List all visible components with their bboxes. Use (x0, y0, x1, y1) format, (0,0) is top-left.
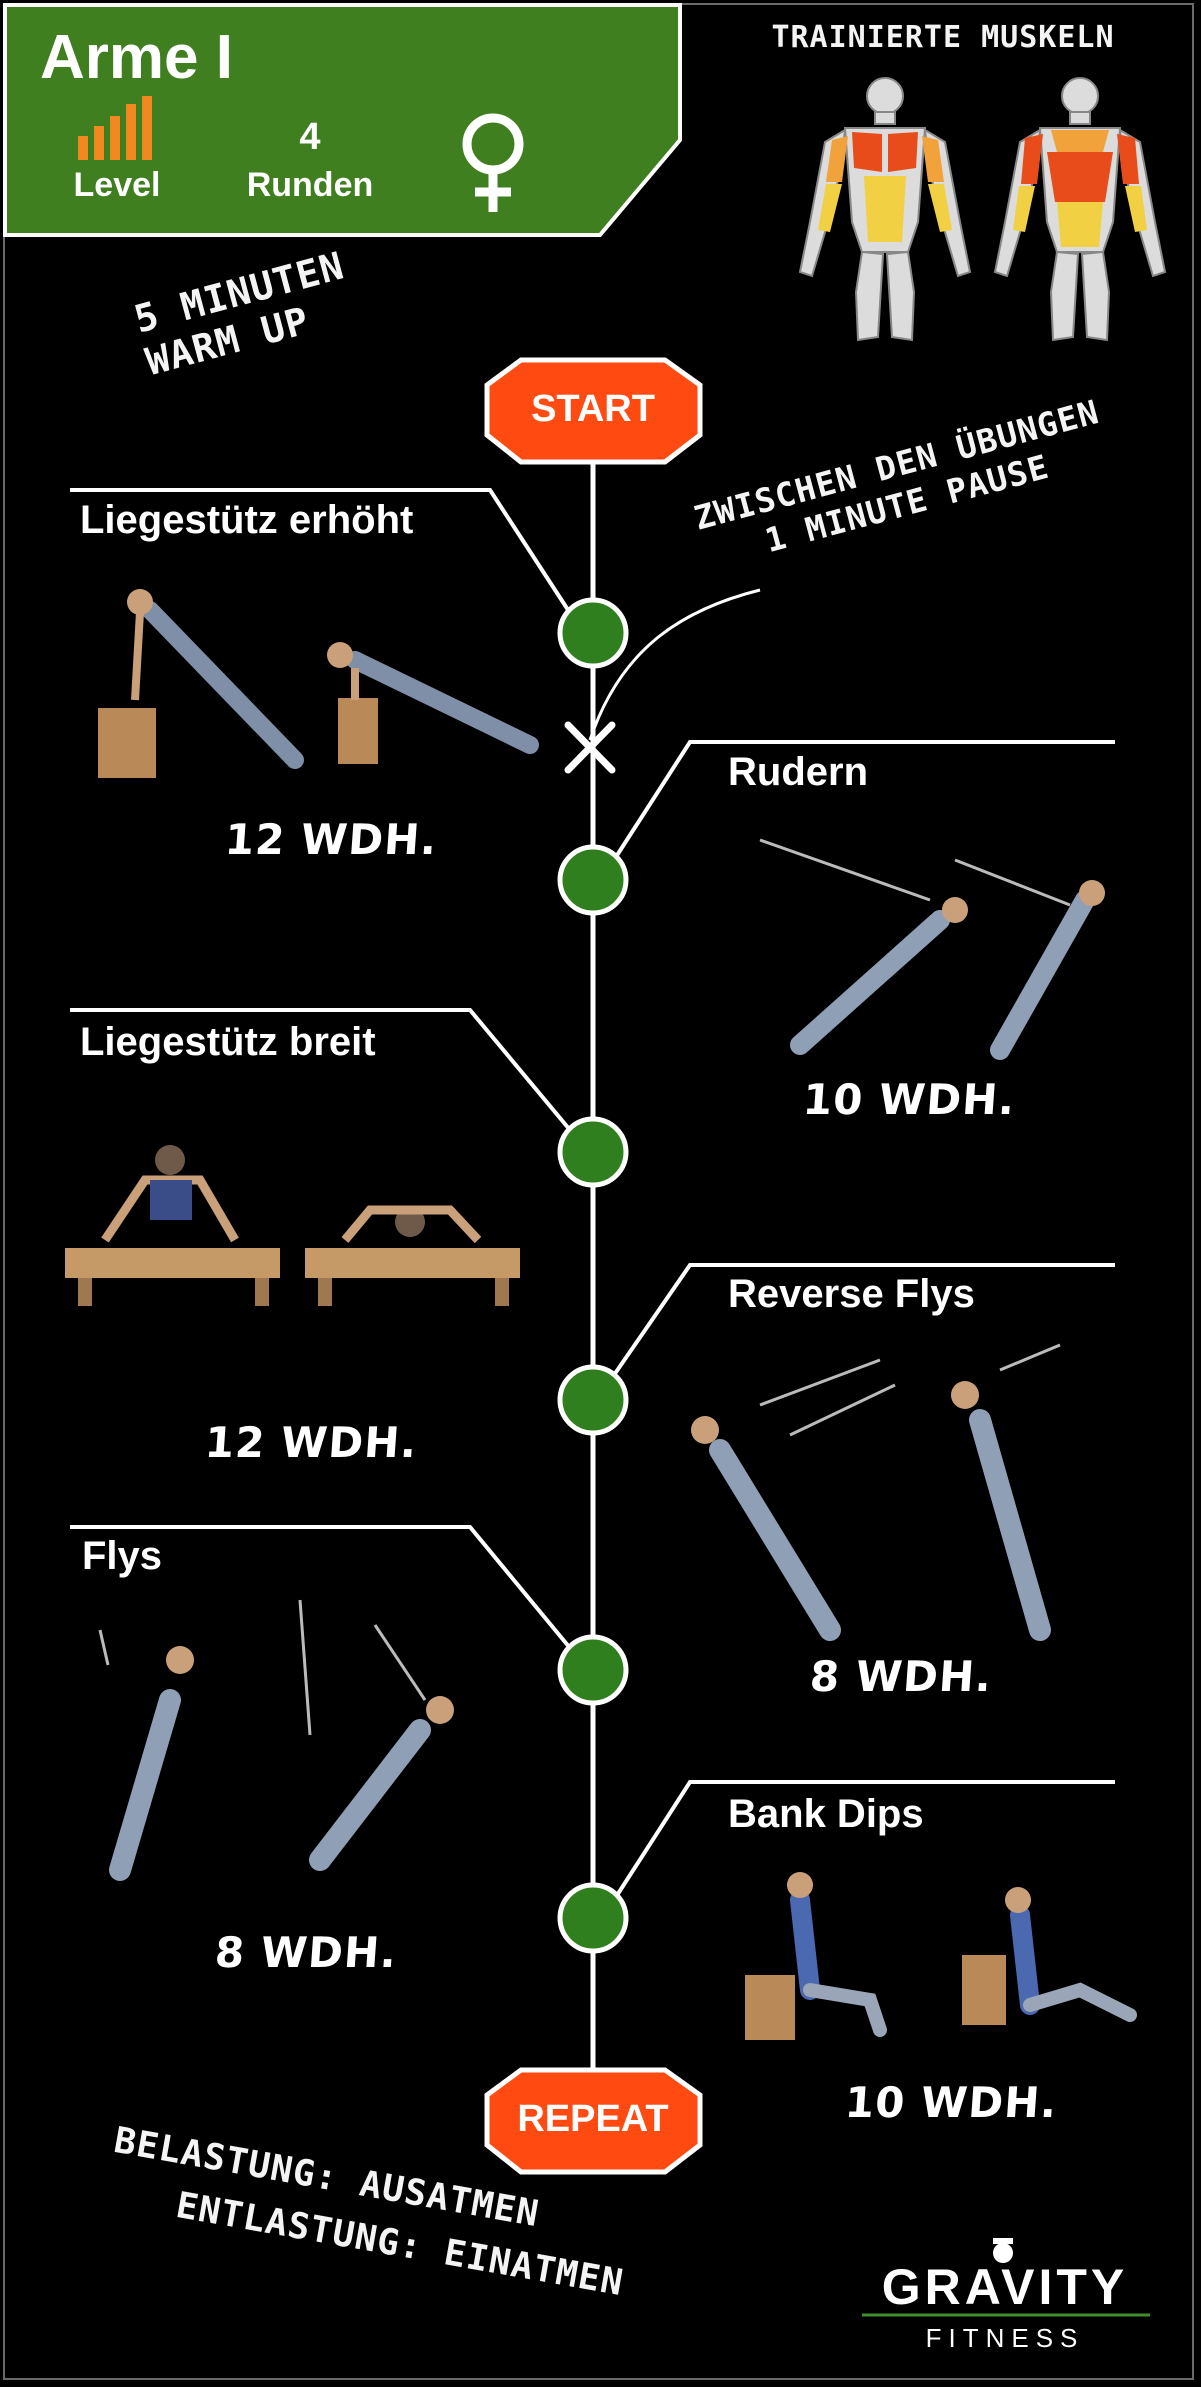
workout-title: Arme I (40, 23, 233, 92)
exercise-node-2 (557, 844, 629, 916)
repeat-label: REPEAT (517, 2098, 669, 2140)
muscle-figure-back (993, 77, 1167, 342)
exercise-node-4 (557, 1364, 629, 1436)
level-bars-icon (78, 96, 152, 160)
connector-2 (612, 740, 1115, 862)
logo-sub: FITNESS (925, 2323, 1085, 2353)
exercise-1-title: Liegestütz erhöht (80, 498, 414, 542)
connector-4 (612, 1263, 1115, 1377)
exercise-4-reps: 8 WDH. (808, 1652, 994, 1701)
connector-1 (70, 488, 572, 615)
female-symbol-icon (462, 113, 524, 212)
repeat-sign (484, 2067, 703, 2175)
exercise-3-title: Liegestütz breit (80, 1020, 376, 1064)
exercise-node-6 (557, 1882, 629, 1954)
exercise-6-title: Bank Dips (728, 1792, 924, 1836)
connector-6 (612, 1780, 1115, 1902)
pause-arrow (588, 588, 761, 741)
connector-3 (70, 1008, 572, 1132)
exercise-2-title: Rudern (728, 750, 868, 794)
exercise-node-1 (557, 597, 629, 669)
start-sign (484, 357, 703, 465)
exercise-6-reps: 10 WDH. (843, 2078, 1060, 2127)
exercise-5-reps: 8 WDH. (213, 1928, 399, 1977)
rounds-label: Runden (246, 166, 374, 204)
kettlebell-icon (993, 2238, 1013, 2263)
illustration-rudern (759, 838, 1105, 1060)
exercise-3-reps: 12 WDH. (203, 1418, 420, 1467)
exercise-1-reps: 12 WDH. (223, 815, 440, 864)
illustration-liegestuetz-erhoeht (98, 589, 539, 778)
exercise-5-title: Flys (82, 1534, 163, 1578)
illustration-liegestuetz-breit (65, 1145, 520, 1306)
exercise-node-5 (557, 1634, 629, 1706)
rounds-value: 4 (299, 116, 321, 158)
illustration-bank-dips (745, 1872, 1137, 2040)
pause-cross-icon (564, 721, 616, 774)
start-label: START (531, 388, 655, 430)
connector-5 (70, 1525, 572, 1650)
exercise-4-title: Reverse Flys (728, 1272, 975, 1316)
header-panel (3, 3, 682, 237)
illustration-reverse-flys (691, 1343, 1061, 1641)
logo-brand: GRAVITY (881, 2259, 1129, 2315)
exercise-node-3 (557, 1116, 629, 1188)
exercise-2-reps: 10 WDH. (801, 1075, 1018, 1124)
illustration-flys (98, 1599, 454, 1881)
level-label: Level (73, 166, 161, 204)
muscles-title: TRAINIERTE MUSKELN (771, 20, 1115, 55)
muscle-figure-front (798, 77, 972, 342)
